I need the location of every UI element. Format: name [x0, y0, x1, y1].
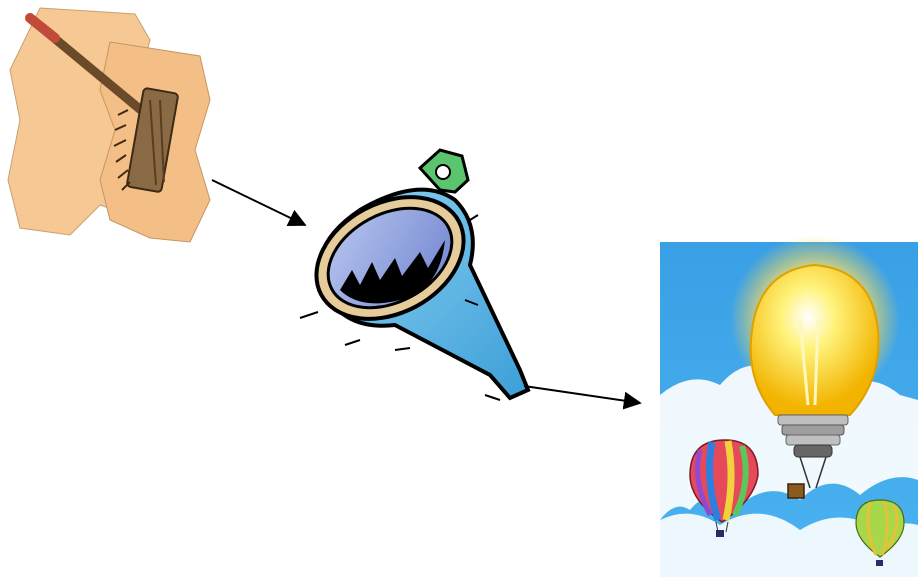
arrow-funnel-to-idea: [524, 386, 640, 403]
lightbulb-and-balloons-icon: [660, 235, 918, 577]
papers-and-brush-icon: [8, 8, 210, 242]
arrow-papers-to-funnel: [212, 180, 305, 225]
funnel-icon: [295, 150, 528, 400]
